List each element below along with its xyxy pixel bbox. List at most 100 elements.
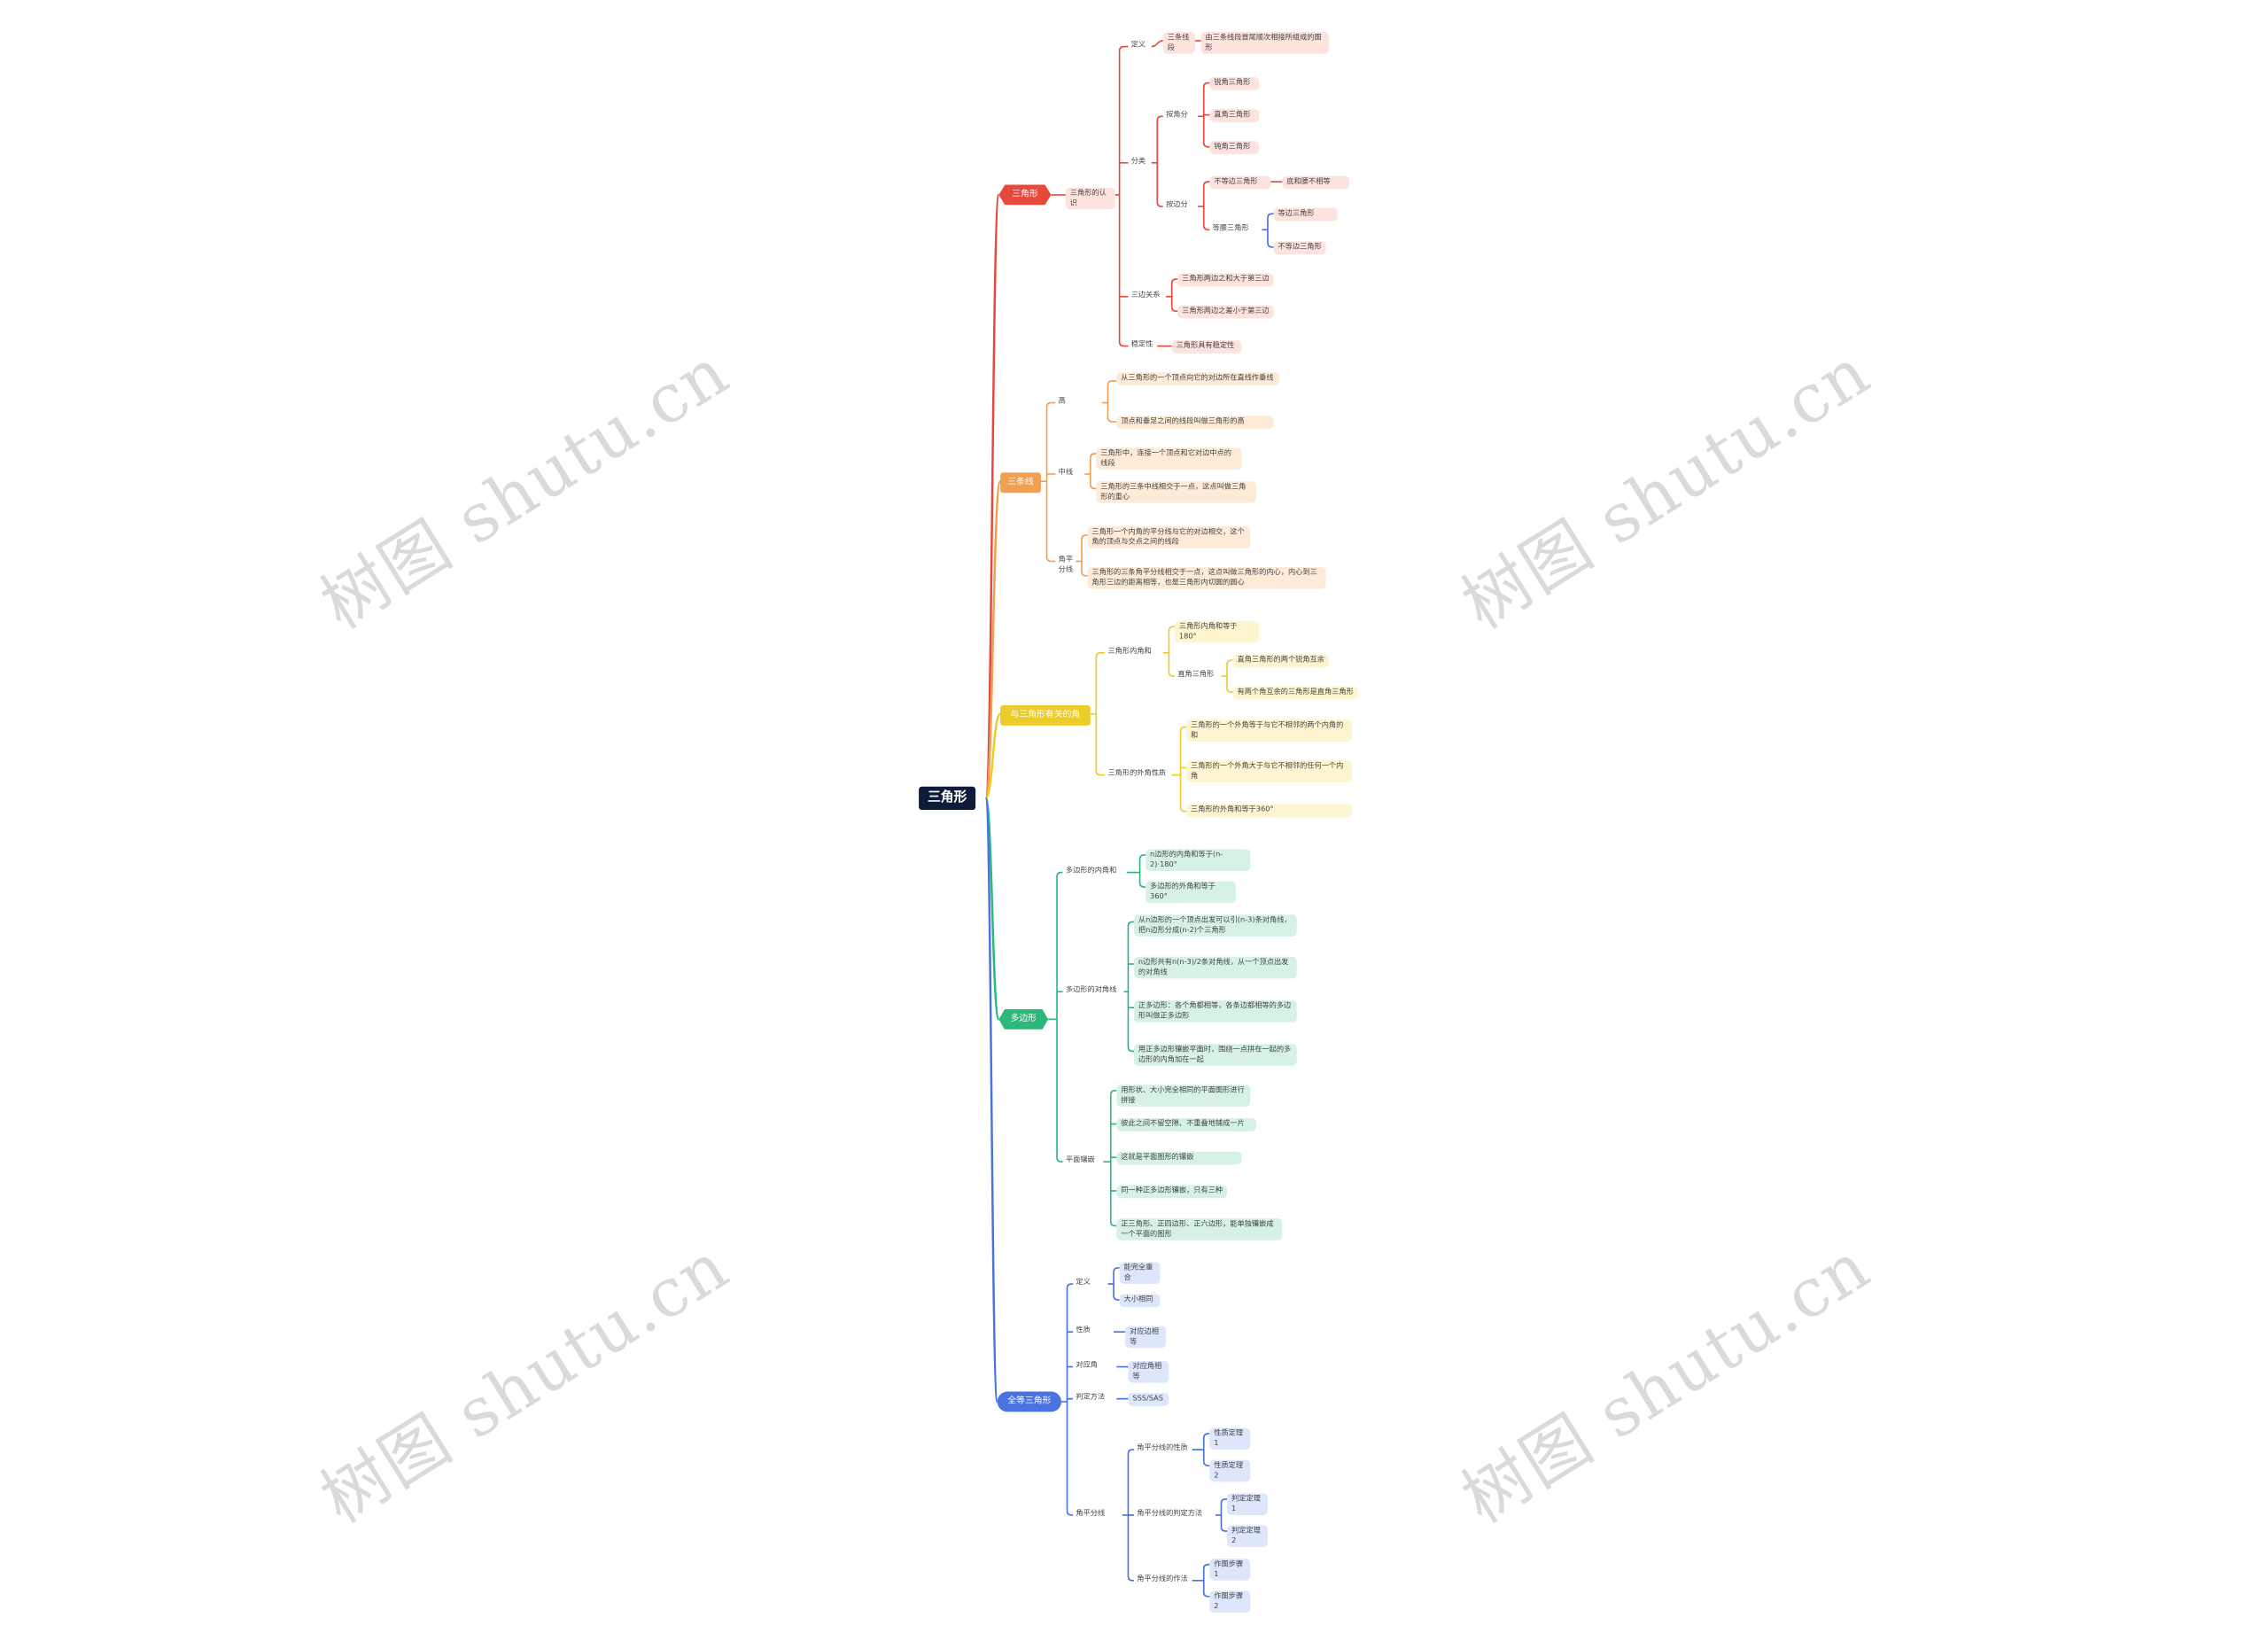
topic-node[interactable]: 直角三角形	[1209, 109, 1260, 122]
topic-node[interactable]: 稳定性	[1130, 340, 1153, 349]
branch-node[interactable]: 三角形	[998, 184, 1052, 206]
connector-line	[1095, 770, 1106, 776]
topic-node[interactable]: 三角形内角和	[1107, 647, 1152, 657]
topic-node[interactable]: 三角形的三条中线相交于一点，这点叫做三角形的重心	[1096, 481, 1256, 503]
topic-node[interactable]: 不等边三角形	[1273, 241, 1326, 254]
topic-node[interactable]: 直角三角形	[1177, 670, 1215, 680]
topic-node[interactable]: 钝角三角形	[1209, 141, 1260, 154]
connector-line	[984, 479, 1002, 800]
connector-line	[1118, 341, 1129, 347]
connector-line	[1156, 202, 1163, 207]
topic-node[interactable]: 三角形的一个外角等于与它不相邻的两个内角的和	[1186, 719, 1353, 742]
topic-node[interactable]: 按边分	[1166, 200, 1188, 210]
topic-node[interactable]: 三角形的认识	[1065, 187, 1115, 210]
topic-node[interactable]: 等边三角形	[1273, 207, 1338, 221]
topic-node[interactable]: 角平分线的判定方法	[1137, 1509, 1203, 1519]
topic-node[interactable]: 角平分线	[1076, 1509, 1106, 1519]
topic-node[interactable]: 角平分线的性质	[1137, 1443, 1188, 1453]
topic-node[interactable]: 平面镶嵌	[1065, 1155, 1095, 1165]
topic-node[interactable]: 中线	[1058, 468, 1074, 478]
connector-line	[1170, 307, 1178, 313]
root-node[interactable]: 三角形	[919, 786, 976, 811]
connector-line	[1138, 854, 1146, 859]
topic-node[interactable]: 多边形的对角线	[1065, 985, 1117, 995]
connector-line	[984, 797, 1000, 1021]
topic-node[interactable]: 作图步骤2	[1209, 1590, 1251, 1613]
connector-line	[1081, 571, 1088, 577]
topic-node[interactable]: 性质定理2	[1209, 1459, 1251, 1482]
topic-node[interactable]: 锐角三角形	[1209, 76, 1260, 89]
topic-node[interactable]: 从n边形的一个顶点出发可以引(n-3)条对角线，把n边形分成(n-2)个三角形	[1134, 914, 1297, 937]
topic-node[interactable]: 三角形的一个外角大于与它不相邻的任何一个内角	[1186, 760, 1353, 782]
topic-node[interactable]: 三角形中，连接一个顶点和它对边中点的线段	[1096, 447, 1242, 470]
topic-node[interactable]: n边形共有n(n-3)/2条对角线，从一个顶点出发的对角线	[1134, 956, 1297, 979]
topic-node[interactable]: 三角形的外角性质	[1107, 769, 1167, 778]
topic-node[interactable]: 三角形内角和等于180°	[1174, 620, 1260, 643]
topic-node[interactable]: 由三条线段首尾顺次相接所组成的图形	[1200, 32, 1329, 54]
topic-node[interactable]: 定义	[1076, 1278, 1091, 1287]
topic-node[interactable]: 正多边形：各个角都相等，各条边都相等的多边形叫做正多边形	[1134, 1000, 1297, 1023]
connector-line	[1089, 484, 1097, 490]
topic-node[interactable]: 对应角	[1076, 1361, 1099, 1370]
topic-node[interactable]: 对应角相等	[1128, 1361, 1169, 1383]
topic-node[interactable]: n边形的内角和等于(n-2)·180°	[1146, 849, 1251, 871]
connector-line	[1113, 1295, 1120, 1301]
topic-node[interactable]: SSS/SAS	[1128, 1393, 1169, 1406]
topic-node[interactable]: 三角形的外角和等于360°	[1186, 804, 1353, 817]
connector-line	[1107, 416, 1117, 423]
topic-node[interactable]: 三角形具有稳定性	[1171, 340, 1242, 353]
topic-node[interactable]: 性质定理1	[1209, 1427, 1251, 1450]
topic-node[interactable]: 顶点和垂足之间的线段叫做三角形的高	[1116, 416, 1274, 429]
topic-node[interactable]: 同一种正多边形镶嵌，只有三种	[1116, 1185, 1228, 1198]
topic-node[interactable]: 作图步骤1	[1209, 1559, 1251, 1581]
topic-node[interactable]: 高	[1058, 397, 1066, 406]
topic-node[interactable]: 分类	[1130, 157, 1146, 167]
topic-node[interactable]: 有两个角互余的三角形是直角三角形	[1232, 686, 1358, 699]
branch-node[interactable]: 三条线	[1000, 472, 1041, 494]
topic-node[interactable]: 不等边三角形	[1209, 175, 1271, 189]
connector-line	[1127, 921, 1135, 927]
connector-line	[1202, 225, 1210, 231]
connector-line	[1202, 142, 1210, 148]
connector-line	[1127, 1449, 1135, 1455]
topic-node[interactable]: 多边形的内角和	[1065, 867, 1117, 875]
topic-node[interactable]: 定义	[1130, 40, 1146, 50]
topic-node[interactable]: 正三角形、正四边形、正六边形，能单独镶嵌成一个平面的图形	[1116, 1218, 1283, 1240]
topic-node[interactable]: 从三角形的一个顶点向它的对边所在直线作垂线	[1116, 372, 1280, 385]
topic-node[interactable]: 能完全重合	[1119, 1262, 1161, 1285]
connector-line	[1107, 380, 1117, 385]
topic-node[interactable]: 大小相同	[1119, 1294, 1161, 1307]
topic-node[interactable]: 判定方法	[1076, 1393, 1106, 1402]
topic-node[interactable]: 底和腰不相等	[1282, 175, 1349, 189]
topic-node[interactable]: 角平分线	[1058, 555, 1074, 574]
branch-node[interactable]: 全等三角形	[997, 1391, 1061, 1412]
topic-node[interactable]: 判定定理2	[1227, 1525, 1268, 1548]
topic-node[interactable]: 用正多边形镶嵌平面时，围绕一点拼在一起的多边形的内角加在一起	[1134, 1044, 1297, 1066]
connector-line	[1127, 1575, 1135, 1582]
topic-node[interactable]: 彼此之间不留空隙、不重叠地铺成一片	[1116, 1117, 1256, 1131]
connector-line	[1202, 181, 1210, 187]
topic-node[interactable]: 性质	[1076, 1326, 1091, 1335]
topic-node[interactable]: 三条线段	[1162, 32, 1195, 54]
topic-node[interactable]: 对应边相等	[1125, 1326, 1167, 1349]
connector-line	[1118, 45, 1129, 51]
topic-node[interactable]: 按角分	[1166, 110, 1188, 120]
topic-node[interactable]: 三角形两边之和大于第三边	[1177, 273, 1274, 286]
topic-node[interactable]: 三角形一个内角的平分线与它的对边相交，这个角的顶点与交点之间的线段	[1087, 526, 1251, 548]
branch-node[interactable]: 与三角形有关的角	[1000, 704, 1091, 726]
connector-line	[1138, 883, 1146, 888]
topic-node[interactable]: 三角形的三条角平分线相交于一点，这点叫做三角形的内心，内心到三角形三边的距离相等…	[1087, 567, 1326, 589]
topic-node[interactable]: 三角形两边之差小于第三边	[1177, 305, 1274, 318]
topic-node[interactable]: 直角三角形的两个锐角互余	[1232, 654, 1329, 667]
topic-node[interactable]: 用形状、大小完全相同的平面图形进行拼接	[1116, 1085, 1251, 1107]
topic-node[interactable]: 等腰三角形	[1212, 223, 1249, 233]
connector-line	[1202, 1563, 1210, 1569]
connector-line	[984, 797, 998, 1404]
topic-node[interactable]: 判定定理1	[1227, 1493, 1268, 1515]
topic-node[interactable]: 多边形的外角和等于360°	[1146, 881, 1236, 904]
topic-node[interactable]: 三边关系	[1130, 291, 1161, 300]
topic-node[interactable]: 角平分线的作法	[1137, 1575, 1188, 1584]
branch-node[interactable]: 多边形	[998, 1008, 1049, 1030]
connector-line	[1202, 1433, 1210, 1439]
topic-node[interactable]: 这就是平面图形的镶嵌	[1116, 1151, 1242, 1164]
